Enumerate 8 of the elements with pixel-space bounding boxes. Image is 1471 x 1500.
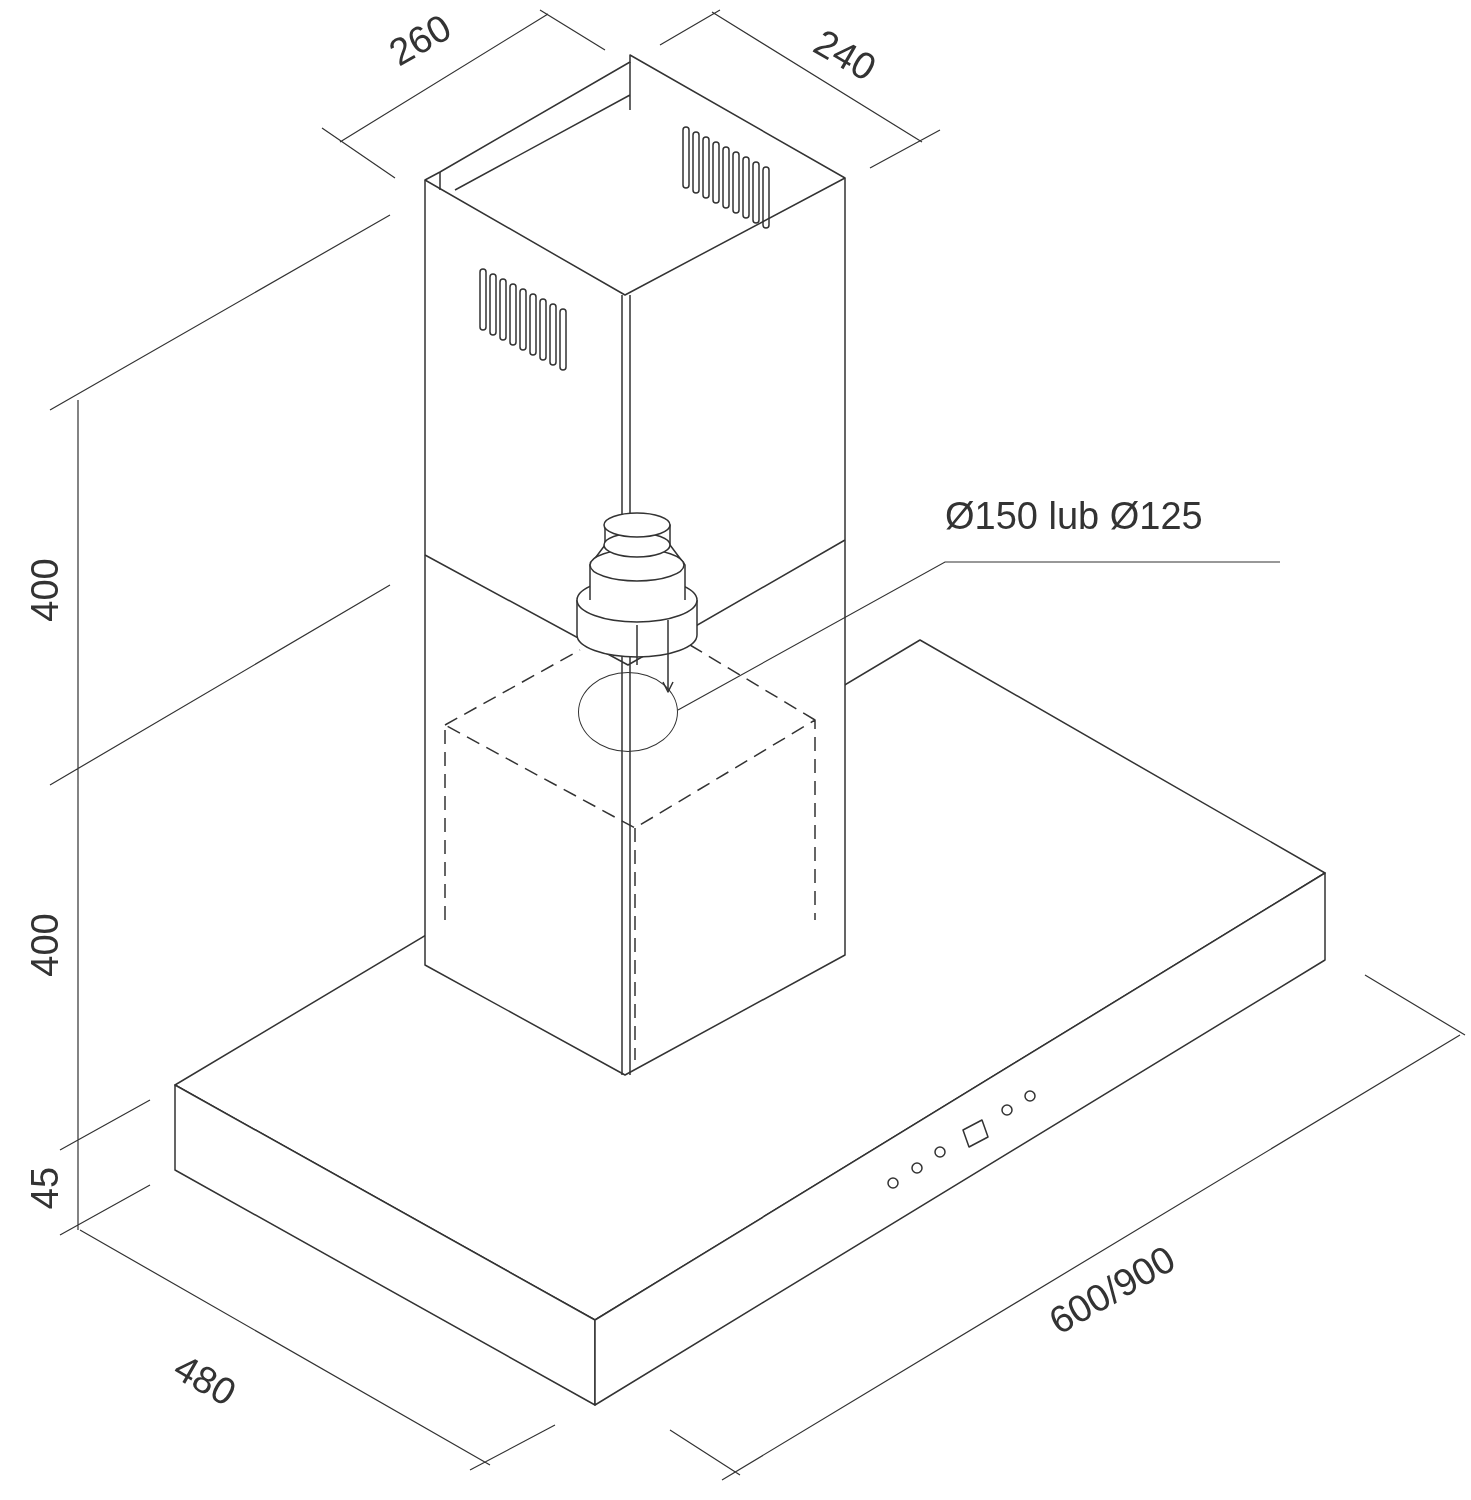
dimension-label: 400 xyxy=(26,913,64,977)
dimension-label: 45 xyxy=(26,1166,64,1210)
dimension-label: 260 xyxy=(383,7,457,73)
dimension-label: 240 xyxy=(808,22,882,88)
leader-line xyxy=(677,561,1281,711)
duct-diameter-label: Ø150 lub Ø125 xyxy=(945,495,1203,537)
dimension-label: 480 xyxy=(168,1347,242,1413)
dimension-label: 400 xyxy=(26,558,64,622)
